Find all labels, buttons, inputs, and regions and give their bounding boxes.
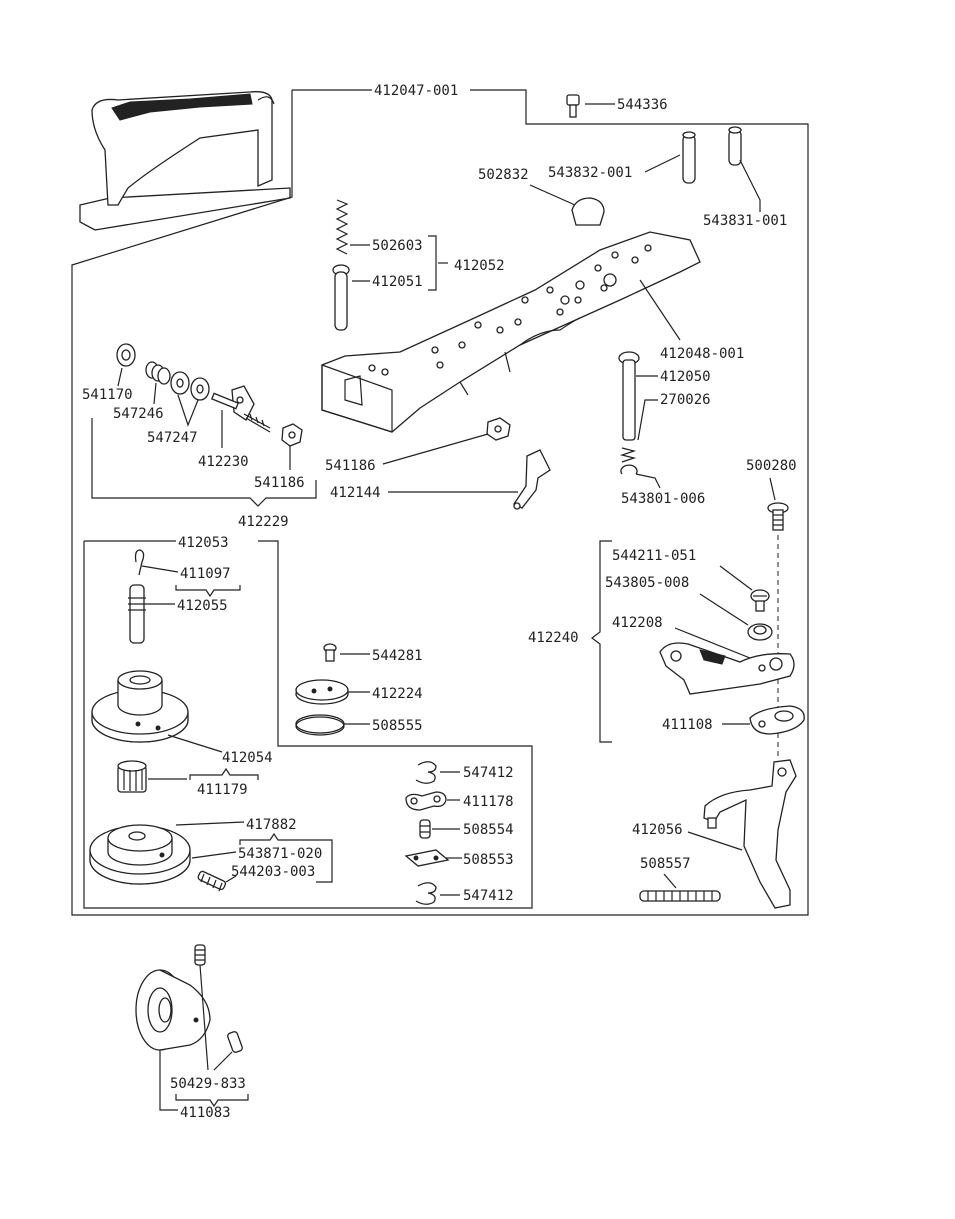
label-412052: 412052 <box>454 258 505 274</box>
label-412230: 412230 <box>198 454 249 470</box>
label-502832: 502832 <box>478 167 529 183</box>
stud-412230-icon <box>210 385 271 433</box>
link-411178-icon <box>405 791 447 811</box>
shaft-412050-icon <box>618 351 640 441</box>
screw-500280-icon <box>767 502 789 531</box>
label-544203-003: 544203-003 <box>231 864 315 880</box>
spring-502603-icon <box>335 199 349 255</box>
label-412053: 412053 <box>178 535 229 551</box>
washer-547247-icon <box>170 371 210 401</box>
label-417882: 417882 <box>246 817 297 833</box>
plug-502832-icon <box>571 197 605 226</box>
plate-508553-icon <box>404 849 450 867</box>
label-547247: 547247 <box>147 430 198 446</box>
label-547246: 547246 <box>113 406 164 422</box>
label-411179: 411179 <box>197 782 248 798</box>
plate-411108-icon <box>749 705 805 735</box>
spring-508557-icon <box>639 890 721 902</box>
pin-411097-icon <box>134 549 145 576</box>
screw-544281-icon <box>323 643 337 662</box>
label-508557: 508557 <box>640 856 691 872</box>
label-411178: 411178 <box>463 794 514 810</box>
label-502603: 502603 <box>372 238 423 254</box>
nut-541170-icon <box>116 343 136 367</box>
pin-543832-icon <box>682 131 696 184</box>
screw-544211-icon <box>750 589 770 612</box>
label-412208: 412208 <box>612 615 663 631</box>
shaft-412055-icon <box>128 584 146 644</box>
label-508555: 508555 <box>372 718 423 734</box>
label-543805-008: 543805-008 <box>605 575 689 591</box>
screw-544336-icon <box>566 94 580 118</box>
washer-543805-icon <box>747 623 773 641</box>
label-412051: 412051 <box>372 274 423 290</box>
label-411083: 411083 <box>180 1105 231 1121</box>
label-270026: 270026 <box>660 392 711 408</box>
label-412055: 412055 <box>177 598 228 614</box>
nut-541186-icon <box>281 423 303 447</box>
screw-544203-icon <box>197 870 227 892</box>
label-412144: 412144 <box>330 485 381 501</box>
label-541170: 541170 <box>82 387 133 403</box>
label-541186-b: 541186 <box>325 458 376 474</box>
sewing-machine-icon <box>79 91 291 231</box>
cap-412224-icon <box>295 679 349 705</box>
label-543801-006: 543801-006 <box>621 491 705 507</box>
e-ring-543801-icon <box>620 464 638 475</box>
spring-547412-b-icon <box>415 882 437 905</box>
spring-547412-a-icon <box>415 761 437 784</box>
wheel-417882-icon <box>89 824 191 885</box>
spring-547246-icon <box>145 361 171 385</box>
label-412056: 412056 <box>632 822 683 838</box>
label-411097: 411097 <box>180 566 231 582</box>
label-541186-a: 541186 <box>254 475 305 491</box>
label-411108: 411108 <box>662 717 713 733</box>
label-543871-020: 543871-020 <box>238 846 322 862</box>
label-412054: 412054 <box>222 750 273 766</box>
pin-543831-icon <box>728 126 742 166</box>
label-412224: 412224 <box>372 686 423 702</box>
label-547412-b: 547412 <box>463 888 514 904</box>
main-frame <box>71 89 809 916</box>
label-412050: 412050 <box>660 369 711 385</box>
label-412048-001: 412048-001 <box>660 346 744 362</box>
pin-508554-icon <box>419 819 431 839</box>
lever-412208-icon <box>659 642 795 695</box>
label-544281: 544281 <box>372 648 423 664</box>
label-50429-833: 50429-833 <box>170 1076 246 1092</box>
hub-411083-icon <box>135 969 211 1051</box>
label-508554: 508554 <box>463 822 514 838</box>
label-547412-a: 547412 <box>463 765 514 781</box>
nut-541186-b-icon <box>486 417 511 441</box>
screw-50429-icon <box>194 944 243 1053</box>
inner-frame <box>83 540 533 909</box>
arm-casting-412048-icon <box>321 231 701 433</box>
label-500280: 500280 <box>746 458 797 474</box>
bush-411179-icon <box>117 760 147 793</box>
lever-412056-icon <box>703 759 797 909</box>
label-543831-001: 543831-001 <box>703 213 787 229</box>
label-412240: 412240 <box>528 630 579 646</box>
label-412229: 412229 <box>238 514 289 530</box>
spring-270026-icon <box>619 447 637 463</box>
crank-412144-icon <box>513 449 551 510</box>
label-412047-001: 412047-001 <box>374 83 458 99</box>
arm-holes <box>368 244 652 376</box>
label-508553: 508553 <box>463 852 514 868</box>
pulley-412054-icon <box>91 670 189 743</box>
rod-412051-icon <box>332 264 350 331</box>
label-544336: 544336 <box>617 97 668 113</box>
label-544211-051: 544211-051 <box>612 548 696 564</box>
label-543832-001: 543832-001 <box>548 165 632 181</box>
ring-508555-icon <box>295 714 345 736</box>
